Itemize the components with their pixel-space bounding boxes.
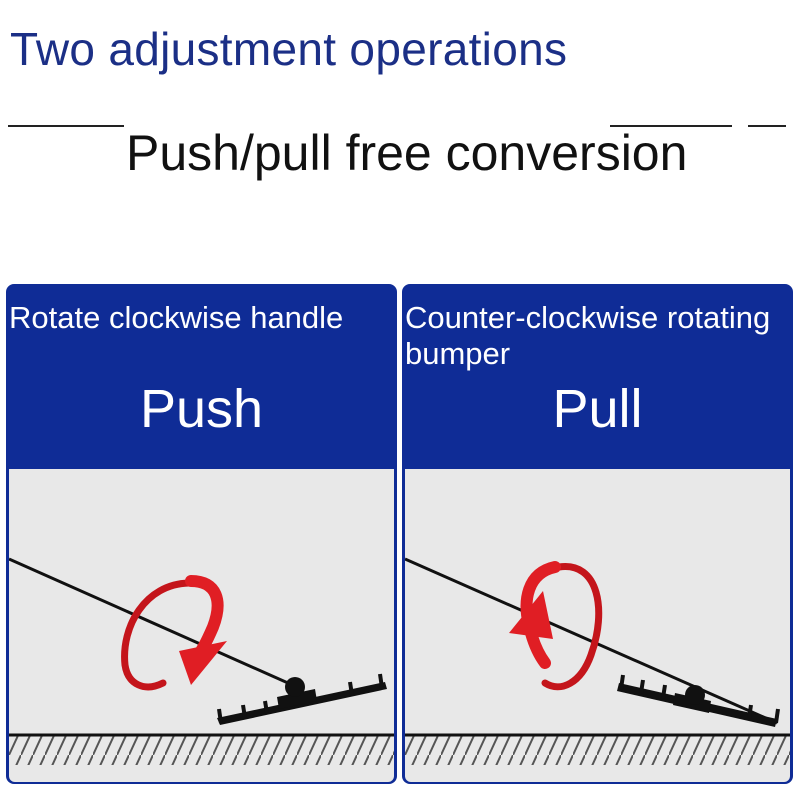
bumper-head-icon xyxy=(217,673,387,725)
push-panel: Rotate clockwise handle Push xyxy=(6,284,397,784)
pull-panel-label: Counter-clockwise rotating bumper xyxy=(405,300,771,371)
push-panel-label: Rotate clockwise handle xyxy=(9,300,344,335)
bumper-head-icon xyxy=(617,674,780,727)
page-subtitle: Push/pull free conversion xyxy=(126,125,688,181)
rotation-arrow-icon xyxy=(509,561,603,691)
handle-rod-icon xyxy=(405,557,778,725)
divider-right xyxy=(610,125,732,127)
handle-rod-icon xyxy=(9,557,298,689)
divider-left xyxy=(8,125,124,127)
rotation-arrow-icon xyxy=(121,575,227,691)
page-title: Two adjustment operations xyxy=(10,23,568,75)
push-illustration xyxy=(9,557,394,765)
pull-panel-action: Pull xyxy=(552,379,643,439)
pull-panel: Counter-clockwise rotating bumper Pull xyxy=(402,284,793,784)
push-scene xyxy=(9,469,394,782)
push-panel-action: Push xyxy=(139,379,264,439)
ground-hatch-icon xyxy=(405,733,790,765)
pull-illustration xyxy=(405,557,790,765)
ground-hatch-icon xyxy=(9,733,394,765)
pull-scene xyxy=(405,469,790,782)
divider-far-right xyxy=(748,125,786,127)
